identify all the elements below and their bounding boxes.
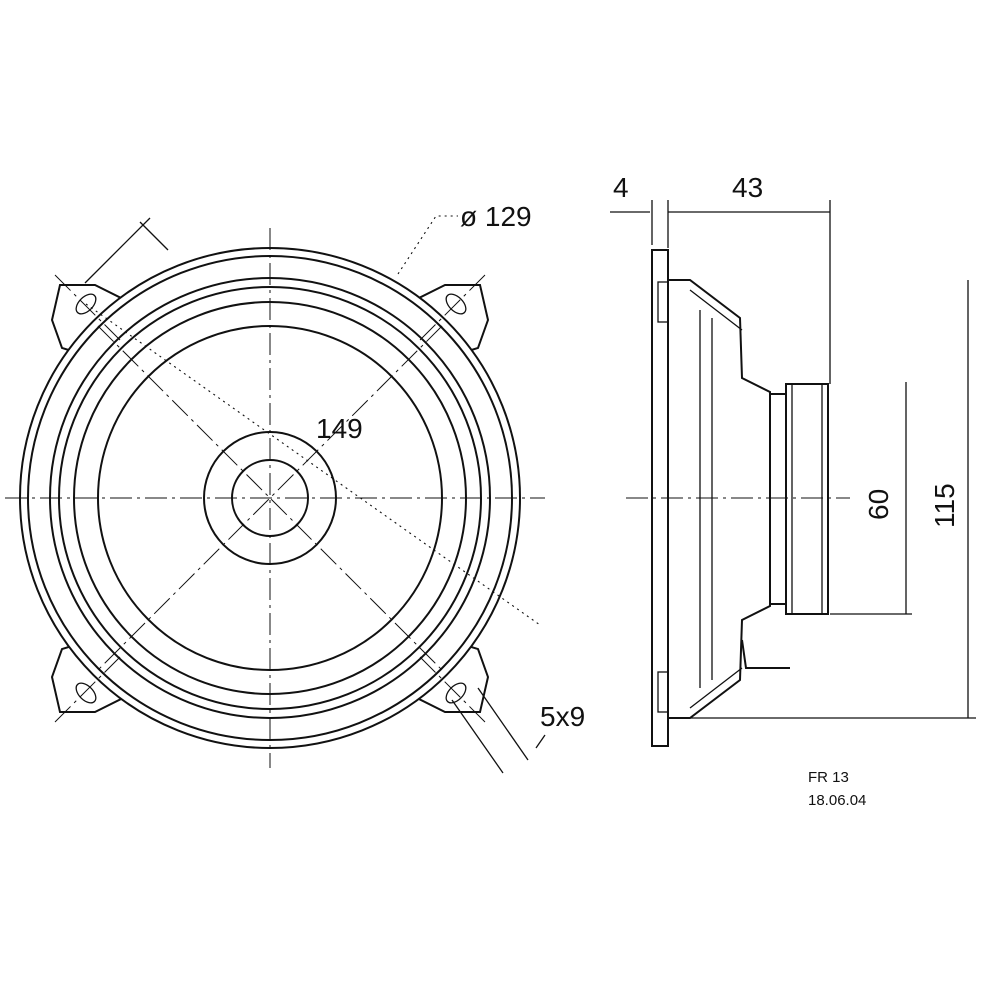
dimension-129-leader [397, 215, 458, 275]
dimension-115: 115 [690, 280, 976, 719]
side-view: 4 43 60 115 [610, 172, 976, 747]
dimension-4-label: 4 [613, 172, 629, 203]
dimension-60: 60 [830, 382, 912, 615]
diagonal-center-line-1 [97, 325, 443, 671]
dimension-43-label: 43 [732, 172, 763, 203]
dimension-149-arrow-line [139, 221, 169, 251]
dimension-129-label: ø 129 [460, 201, 532, 232]
hole-center-line-4 [419, 656, 486, 723]
basket-strut-2 [689, 667, 743, 709]
dimension-4: 4 [610, 172, 653, 245]
date-label: 18.06.04 [808, 792, 866, 809]
dimension-5x9: 5x9 [451, 687, 585, 774]
dimension-129: ø 129 [397, 201, 532, 275]
dimension-60-label: 60 [863, 489, 894, 520]
terminal-tab [741, 639, 790, 669]
dimension-115-label: 115 [929, 483, 960, 528]
dimension-43: 43 [667, 172, 831, 384]
mounting-hole-top-left [75, 293, 97, 315]
dimension-5x9-extension-2 [477, 687, 529, 761]
hole-center-line-1 [54, 274, 121, 341]
title-block: FR 13 18.06.04 [808, 769, 866, 809]
dimension-149: 149 [84, 217, 541, 626]
center-lines [5, 228, 545, 768]
basket-strut-1 [689, 289, 743, 331]
dimension-149-extension-1 [84, 217, 151, 284]
diagonal-center-line-2 [97, 325, 443, 671]
dimension-149-label: 149 [316, 413, 363, 444]
dimension-5x9-label: 5x9 [540, 701, 585, 732]
front-view: 149 ø 129 5x9 [5, 201, 585, 774]
mounting-hole-bottom-left [75, 682, 97, 704]
hole-center-line-2 [419, 274, 486, 341]
magnet-plate [769, 393, 787, 605]
dimension-5x9-extension-1 [451, 699, 504, 774]
speaker-basket [667, 279, 771, 719]
dimension-5x9-arrow [535, 734, 546, 749]
hole-center-line-3 [54, 656, 121, 723]
magnet [785, 383, 829, 615]
model-label: FR 13 [808, 769, 849, 786]
dimension-149-line [85, 303, 541, 626]
